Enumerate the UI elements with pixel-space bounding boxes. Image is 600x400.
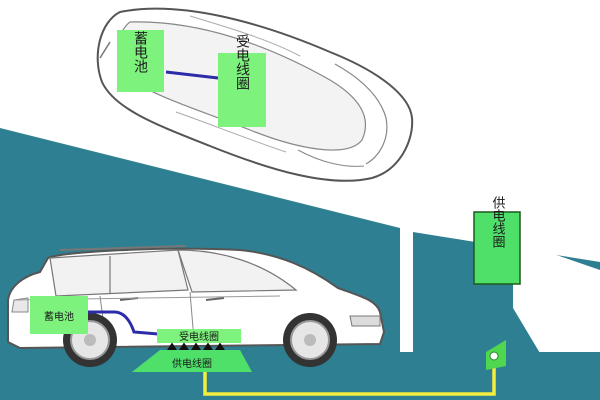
power-cable — [203, 360, 496, 396]
front-wheel — [283, 313, 337, 367]
top-receiver-coil-box — [218, 53, 266, 127]
ground-supply-coil — [132, 350, 252, 372]
top-battery-box — [117, 30, 164, 92]
top-wire — [165, 70, 219, 80]
wall-supply-coil-box — [473, 211, 521, 285]
side-wire — [88, 310, 159, 336]
wall-supply-coil-label: 供电线圈 — [490, 196, 506, 249]
side-battery-label: 蓄电池 — [44, 310, 74, 323]
ground-supply-coil-label: 供电线圈 — [172, 357, 212, 370]
side-receiver-coil-box — [157, 329, 241, 343]
side-battery-box — [30, 296, 88, 334]
top-battery-label: 蓄电池 — [132, 31, 148, 73]
side-receiver-coil-label: 受电线圈 — [179, 330, 219, 343]
top-receiver-coil-label: 受电线圈 — [234, 34, 250, 91]
